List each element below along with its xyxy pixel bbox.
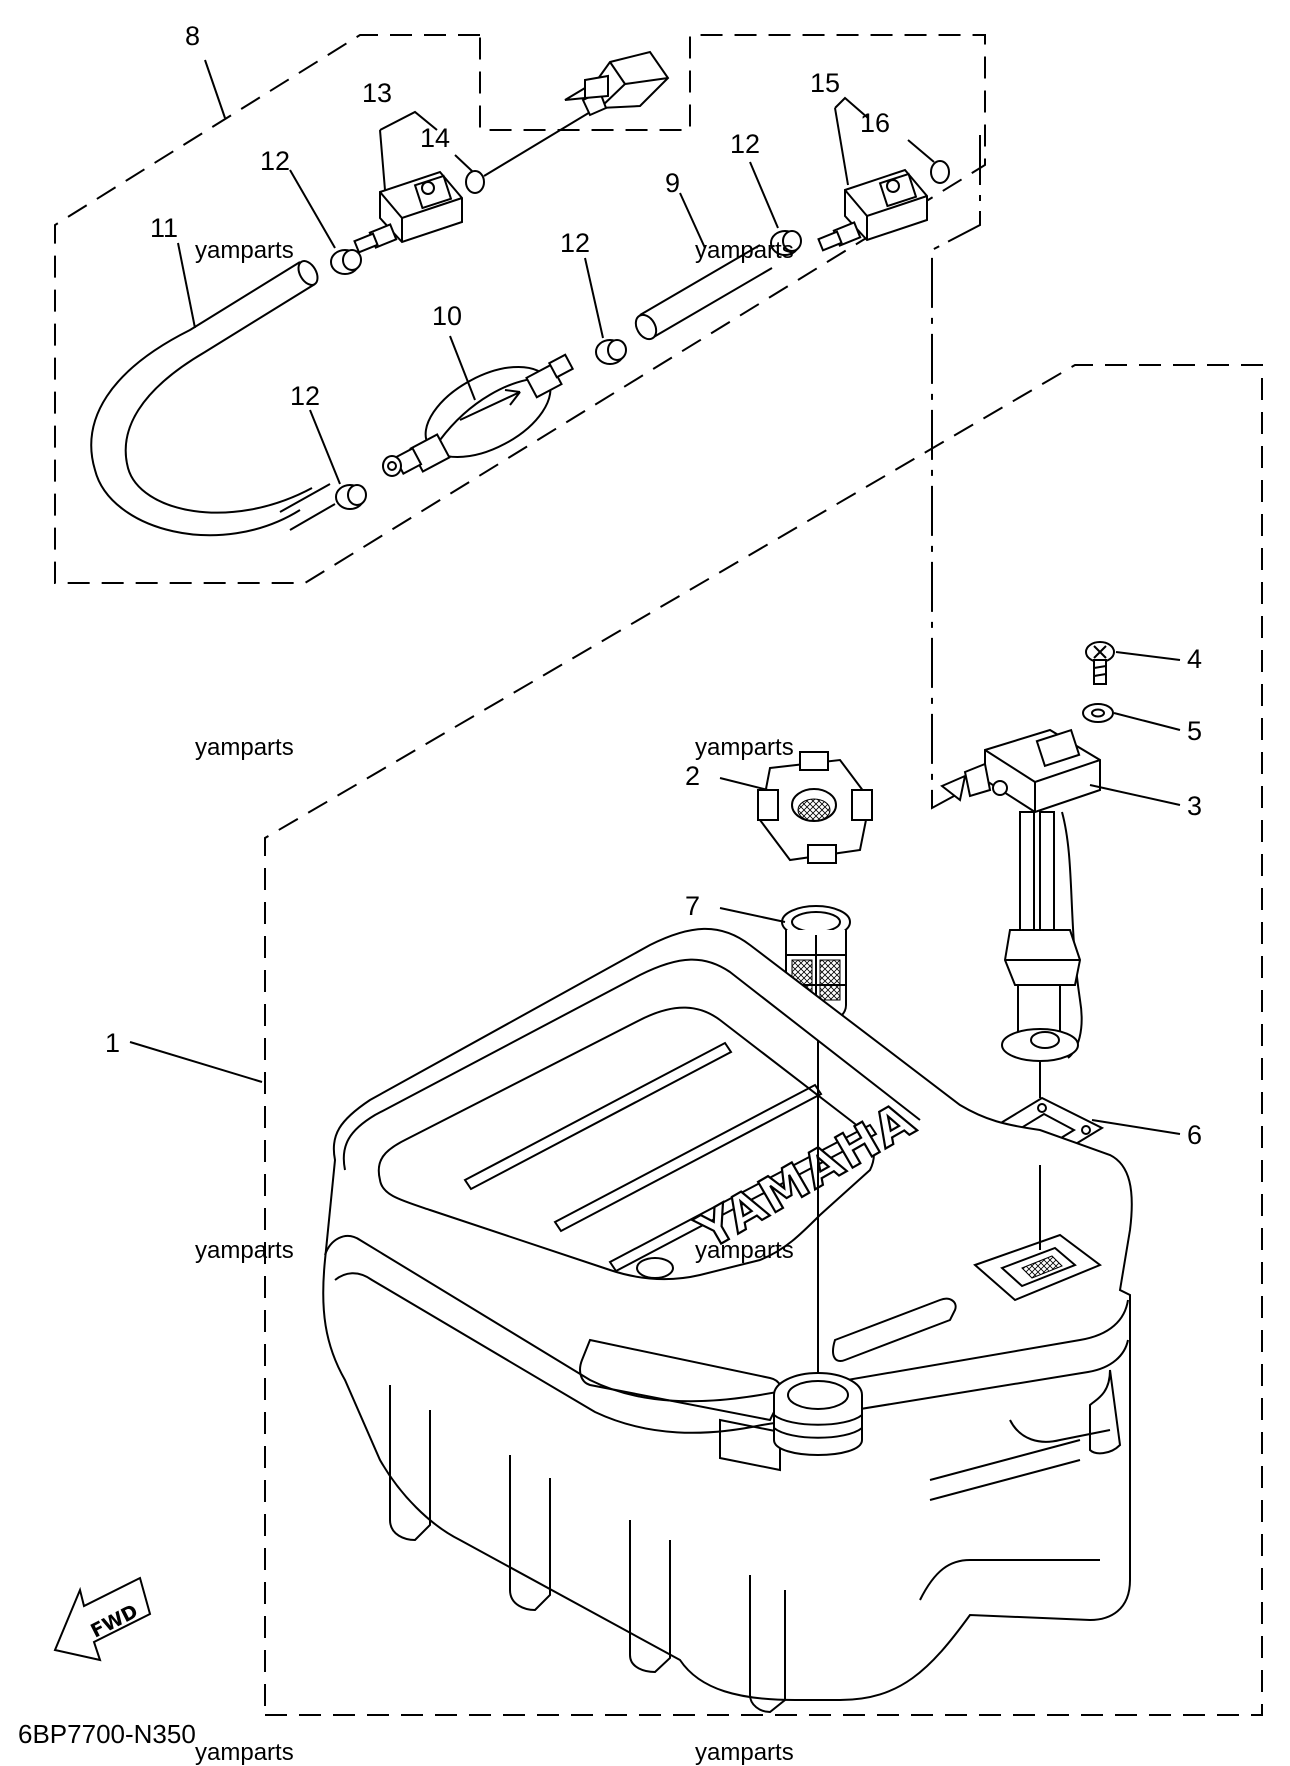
watermark: yamparts bbox=[695, 237, 794, 264]
fuel-gauge-3 bbox=[940, 728, 1101, 1062]
label-12-d: 12 bbox=[290, 381, 320, 411]
watermark: yamparts bbox=[195, 1739, 294, 1766]
label-7: 7 bbox=[685, 891, 700, 921]
label-12-c: 12 bbox=[560, 228, 590, 258]
label-1: 1 bbox=[105, 1028, 120, 1058]
hose-clamp-12b bbox=[595, 339, 627, 365]
label-4: 4 bbox=[1187, 644, 1202, 674]
label-16: 16 bbox=[860, 108, 890, 138]
hose-clamp-12a bbox=[330, 249, 362, 275]
watermarks: yamparts yamparts yamparts yamparts yamp… bbox=[195, 237, 794, 1766]
label-2: 2 bbox=[685, 761, 700, 791]
hose-clamp-12d bbox=[770, 230, 802, 256]
label-11: 11 bbox=[150, 213, 178, 243]
watermark: yamparts bbox=[195, 237, 294, 264]
washer-5 bbox=[1082, 703, 1114, 723]
label-8: 8 bbox=[185, 21, 200, 51]
screw-4 bbox=[1085, 641, 1115, 685]
engine-connector bbox=[564, 50, 670, 117]
assembly-lines bbox=[817, 1040, 1041, 1373]
label-5: 5 bbox=[1187, 716, 1202, 746]
o-ring-16 bbox=[930, 160, 950, 184]
fuel-hose-9 bbox=[634, 244, 773, 341]
watermark: yamparts bbox=[695, 734, 794, 761]
hose-assembly-boundary bbox=[54, 34, 986, 584]
fuel-line-route bbox=[931, 135, 981, 810]
label-14: 14 bbox=[420, 123, 450, 153]
drawing-code: 6BP7700-N350 bbox=[18, 1719, 196, 1749]
fuel-cap-2 bbox=[757, 751, 873, 864]
label-6: 6 bbox=[1187, 1120, 1202, 1150]
watermark: yamparts bbox=[695, 1739, 794, 1766]
label-9: 9 bbox=[665, 168, 680, 198]
label-3: 3 bbox=[1187, 791, 1202, 821]
connector-15 bbox=[817, 168, 928, 252]
primer-bulb-10 bbox=[382, 353, 575, 477]
fuel-hose-11 bbox=[90, 260, 336, 537]
label-12-a: 12 bbox=[260, 146, 290, 176]
leader-lines bbox=[129, 59, 1181, 1135]
label-10: 10 bbox=[432, 301, 462, 331]
connector-13 bbox=[353, 170, 463, 254]
label-15: 15 bbox=[810, 68, 840, 98]
label-13: 13 bbox=[362, 78, 392, 108]
watermark: yamparts bbox=[195, 1237, 294, 1264]
hose-clamp-12c bbox=[335, 484, 367, 510]
watermark: yamparts bbox=[195, 734, 294, 761]
label-12-b: 12 bbox=[730, 129, 760, 159]
forward-direction-arrow: FWD bbox=[53, 1576, 152, 1662]
tank-assembly-boundary bbox=[264, 364, 1263, 1716]
part-number-labels: 1 2 3 4 5 6 7 8 9 10 11 12 12 12 12 13 1… bbox=[105, 21, 1202, 1150]
fuel-tank-1: YAMAHA bbox=[322, 927, 1133, 1714]
watermark: yamparts bbox=[695, 1237, 794, 1264]
